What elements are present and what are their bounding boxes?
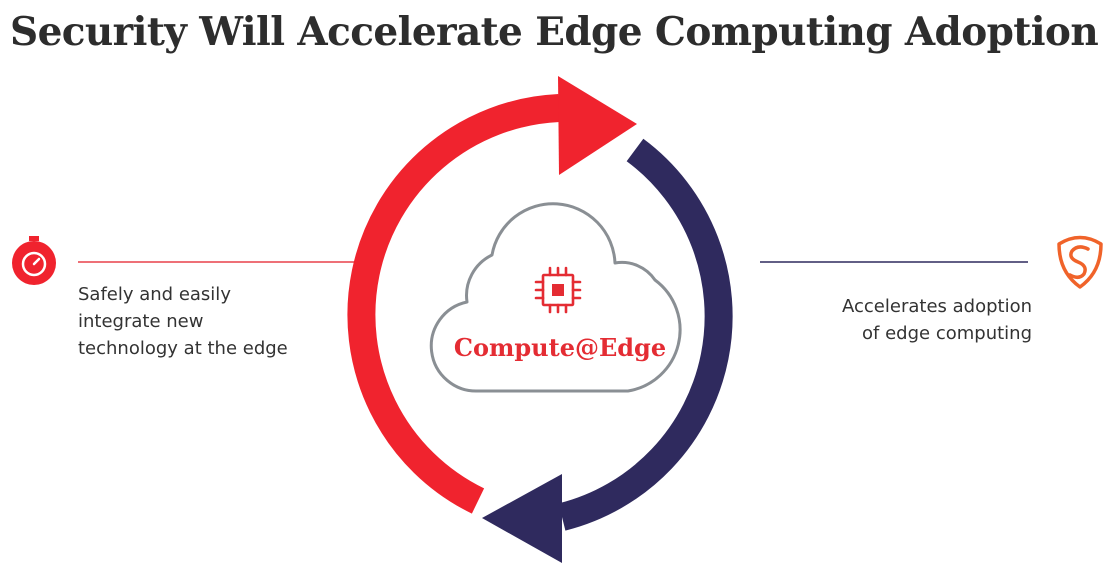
left-description-line: technology at the edge <box>78 338 288 359</box>
shield-icon <box>1057 235 1103 289</box>
right-description-line: Accelerates adoption <box>842 296 1032 317</box>
stopwatch-icon <box>12 236 56 285</box>
compute-edge-label: Compute@Edge <box>453 333 667 362</box>
left-description-line: integrate new <box>78 311 204 332</box>
left-description-line: Safely and easily <box>78 284 231 305</box>
right-description-line: of edge computing <box>862 323 1032 344</box>
page-title: Security Will Accelerate Edge Computing … <box>10 9 1099 55</box>
navy-cycle-arrow <box>482 138 733 563</box>
left-description: Safely and easily integrate new technolo… <box>78 281 288 362</box>
red-cycle-arrow <box>347 76 637 514</box>
chip-icon <box>534 266 582 314</box>
cloud-shape <box>429 202 682 393</box>
right-description: Accelerates adoption of edge computing <box>842 293 1032 347</box>
